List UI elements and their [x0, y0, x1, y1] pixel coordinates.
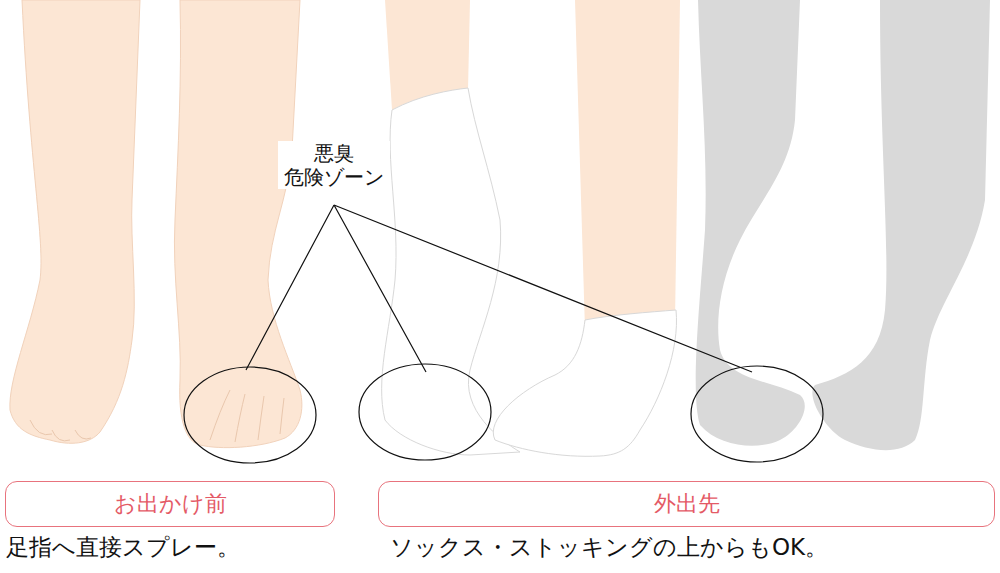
instruction-text: 足指へ直接スプレー。 [6, 534, 240, 562]
category-title: お出かけ前 [114, 492, 227, 516]
bare-foot [174, 0, 301, 448]
zone-circle [184, 367, 316, 463]
bare-foot [10, 0, 140, 443]
zone-circle [359, 364, 491, 460]
category-box: 外出先 [378, 481, 995, 527]
toe-lines [210, 390, 284, 442]
sock-foot [493, 310, 676, 456]
leader-line [246, 205, 752, 372]
category-title: 外出先 [654, 492, 720, 516]
zone-label: 悪臭 危険ゾーン [278, 141, 390, 189]
category-box: お出かけ前 [5, 481, 335, 527]
toe-lines [30, 420, 91, 441]
bare-leg [575, 0, 680, 330]
zone-circle [691, 366, 823, 462]
stocking-foot [812, 0, 990, 450]
instruction-text: ソックス・ストッキングの上からもOK。 [390, 534, 828, 562]
